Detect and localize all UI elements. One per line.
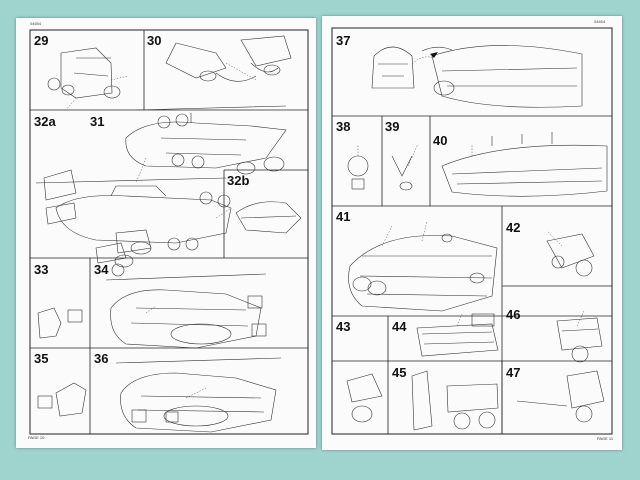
step-number: 47	[506, 365, 521, 380]
step-number: 33	[34, 262, 49, 277]
step-number: 45	[392, 365, 407, 380]
step-number: 36	[94, 351, 109, 366]
step-number: 35	[34, 351, 49, 366]
step-number: 29	[34, 33, 49, 48]
step-number: 38	[336, 119, 351, 134]
step-number: 32a	[34, 114, 56, 129]
page-number: PAGE 11	[597, 436, 614, 441]
step-number: 44	[392, 319, 407, 334]
step-number: 34	[94, 262, 109, 277]
step-number: 37	[336, 33, 351, 48]
step-number: 43	[336, 319, 351, 334]
page-number: PAGE 10	[28, 435, 45, 440]
step-number: 40	[433, 133, 448, 148]
right-instruction-page: 37 38 39 40 41 42 43 44 45 46 47 PAGE 11…	[322, 16, 622, 450]
right-page-drawings	[331, 27, 613, 435]
step-number: 41	[336, 209, 351, 224]
step-number: 46	[506, 307, 521, 322]
page-code: 04654	[30, 21, 42, 26]
step-number: 42	[506, 220, 521, 235]
left-page-drawings	[29, 29, 309, 435]
step-number: 31	[90, 114, 105, 129]
step-number: 39	[385, 119, 400, 134]
left-instruction-page: 29 30 32a 31 32b 33 34 35 36 PAGE 10 046…	[16, 18, 316, 448]
page-code: 04654	[594, 19, 606, 24]
step-number: 32b	[227, 173, 250, 188]
step-number: 30	[147, 33, 162, 48]
